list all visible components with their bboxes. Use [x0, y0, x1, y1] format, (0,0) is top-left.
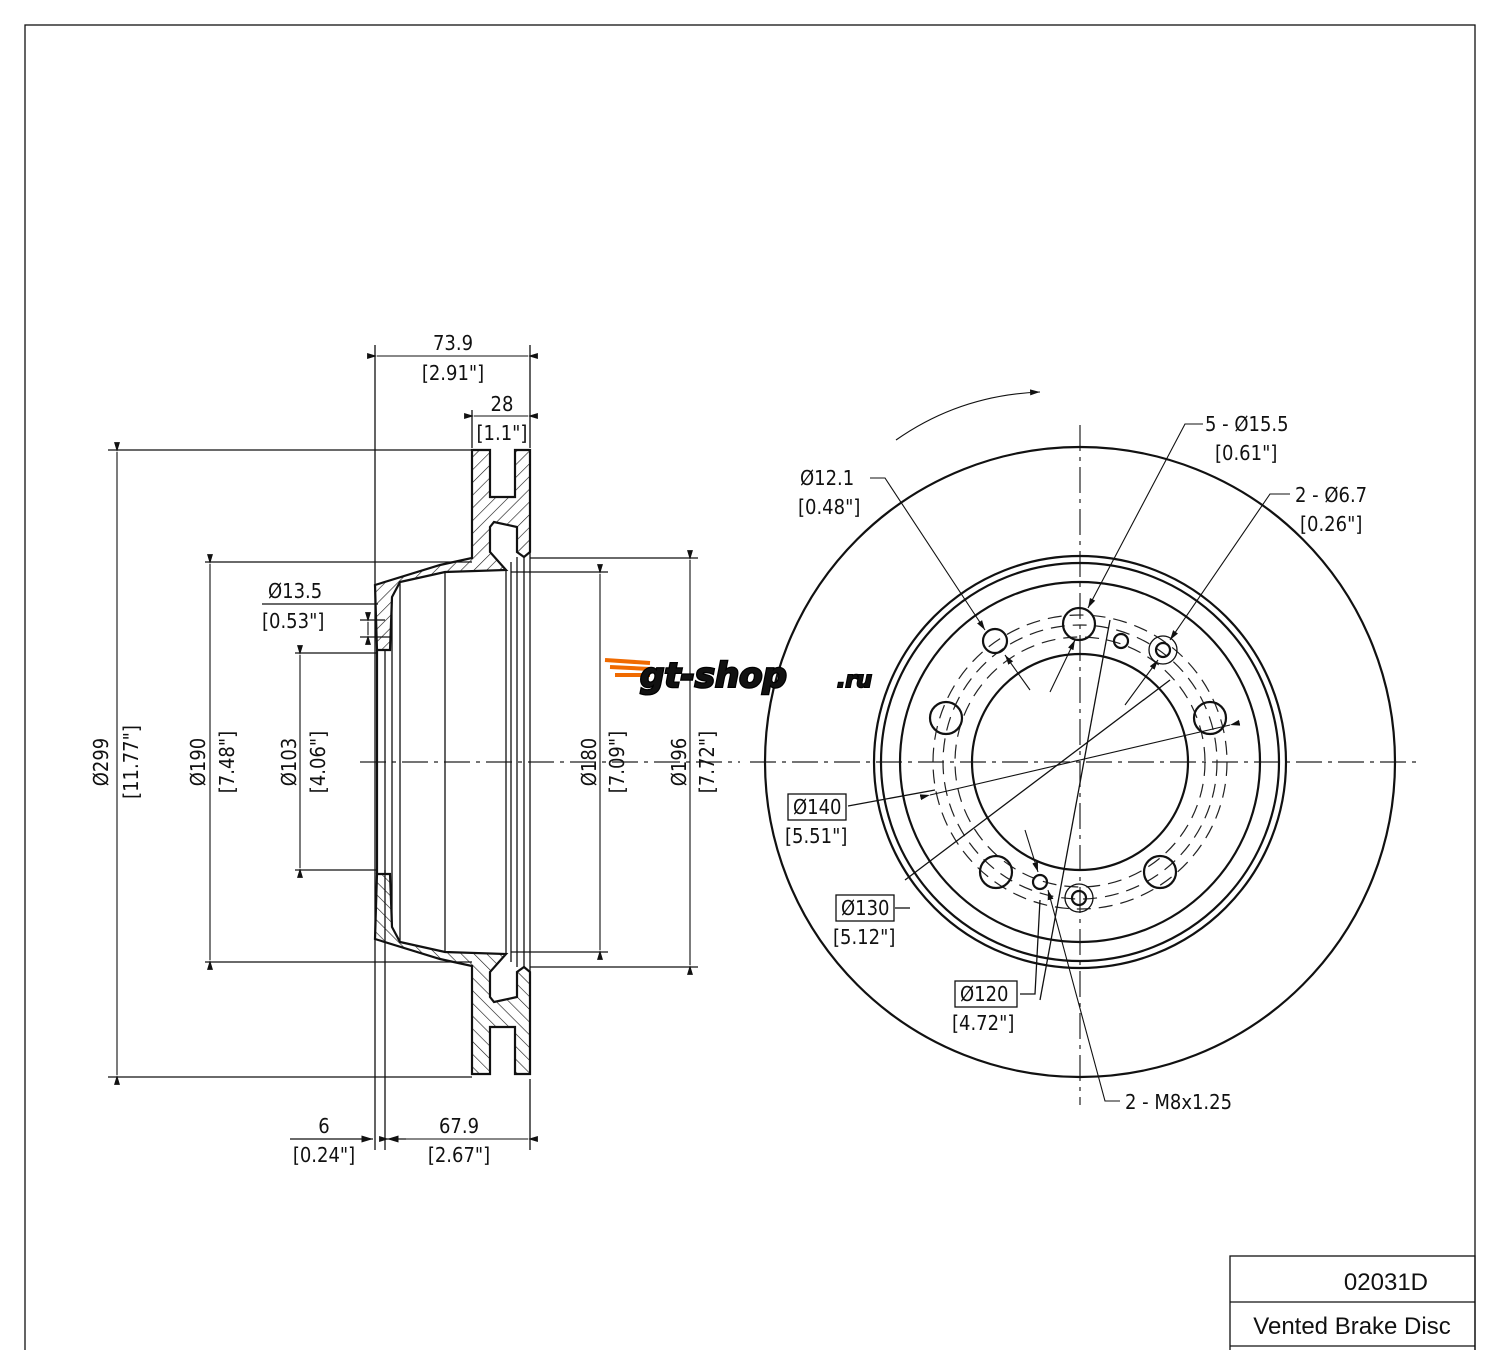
label-120-mm: Ø120 [960, 982, 1009, 1006]
leader-15-5 [1087, 423, 1203, 609]
label-m8: 2 - M8x1.25 [1125, 1090, 1232, 1114]
threaded-hole [1154, 641, 1172, 659]
label-15-5-mm: 5 - Ø15.5 [1205, 412, 1289, 436]
drawing-frame [24, 24, 1476, 1350]
section-lower [373, 872, 532, 1076]
dim-28-mm: 28 [491, 392, 514, 416]
bolt-hole [1061, 606, 1097, 642]
leader-12-1 [870, 477, 986, 631]
label-130-in: [5.12"] [833, 925, 895, 949]
dim-6-mm: 6 [318, 1114, 329, 1138]
dim-67-9-mm: 67.9 [439, 1114, 479, 1138]
dim-196-mm: Ø196 [667, 738, 691, 787]
dim-299-mm: Ø299 [89, 738, 113, 787]
gt-shop-logo: gt-shop .ru [604, 655, 873, 697]
section-view: 73.9 [2.91"] 28 [1.1"] Ø299 [11.77"] Ø19… [89, 331, 740, 1167]
label-12-1-in: [0.48"] [798, 495, 860, 519]
svg-text:.ru: .ru [837, 668, 872, 693]
leader-140 [847, 789, 936, 807]
dim-67-9-in: [2.67"] [428, 1143, 490, 1167]
label-6-7-in: [0.26"] [1300, 512, 1362, 536]
leader-120 [1020, 899, 1041, 995]
bolt-hole [981, 627, 1009, 655]
dim-73-9-mm: 73.9 [433, 331, 473, 355]
label-120-in: [4.72"] [952, 1011, 1014, 1035]
threaded-hole [1070, 889, 1088, 907]
front-view: 5 - Ø15.5 [0.61"] Ø12.1 [0.48"] 2 - Ø6.7… [750, 389, 1420, 1114]
part-description: Vented Brake Disc [1253, 1313, 1450, 1340]
svg-text:gt-shop: gt-shop [640, 656, 787, 696]
part-number: 02031D [1344, 1269, 1428, 1296]
label-6-7-mm: 2 - Ø6.7 [1295, 483, 1367, 507]
small-hole [1112, 632, 1130, 650]
dim-13-5-mm: Ø13.5 [268, 579, 322, 603]
dim-6-in: [0.24"] [293, 1143, 355, 1167]
dim-13-5-in: [0.53"] [262, 609, 324, 633]
dim-103-mm: Ø103 [277, 738, 301, 787]
dim-28-in: [1.1"] [477, 421, 528, 445]
label-12-1-mm: Ø12.1 [800, 466, 854, 490]
extension-lines [108, 345, 698, 1150]
dim-73-9-in: [2.91"] [422, 361, 484, 385]
dim-196-in: [7.72"] [695, 731, 719, 793]
dim-103-in: [4.06"] [306, 731, 330, 793]
label-130-mm: Ø130 [841, 896, 890, 920]
small-hole [1031, 873, 1049, 891]
bolt-holes [928, 606, 1228, 913]
title-block: 02031D Vented Brake Disc [1229, 1255, 1476, 1350]
dim-180-in: [7.09"] [605, 731, 629, 793]
label-140-in: [5.51"] [785, 824, 847, 848]
bolt-hole [1142, 854, 1178, 890]
section-body-lines [375, 552, 531, 972]
dim-180-mm: Ø180 [577, 738, 601, 787]
rotation-arrow [895, 389, 1041, 441]
dim-190-in: [7.48"] [215, 731, 239, 793]
hat-edge [898, 580, 1262, 944]
dim-299-in: [11.77"] [119, 725, 143, 799]
dim-190-mm: Ø190 [186, 738, 210, 787]
label-140-mm: Ø140 [793, 795, 842, 819]
section-upper [373, 448, 532, 652]
label-15-5-in: [0.61"] [1215, 441, 1277, 465]
bolt-hole [928, 700, 964, 736]
bolt-hole [978, 854, 1014, 890]
leader-m8 [1047, 889, 1120, 1102]
disc-outer-edge [763, 445, 1397, 1079]
leader-6-7 [1169, 493, 1290, 641]
